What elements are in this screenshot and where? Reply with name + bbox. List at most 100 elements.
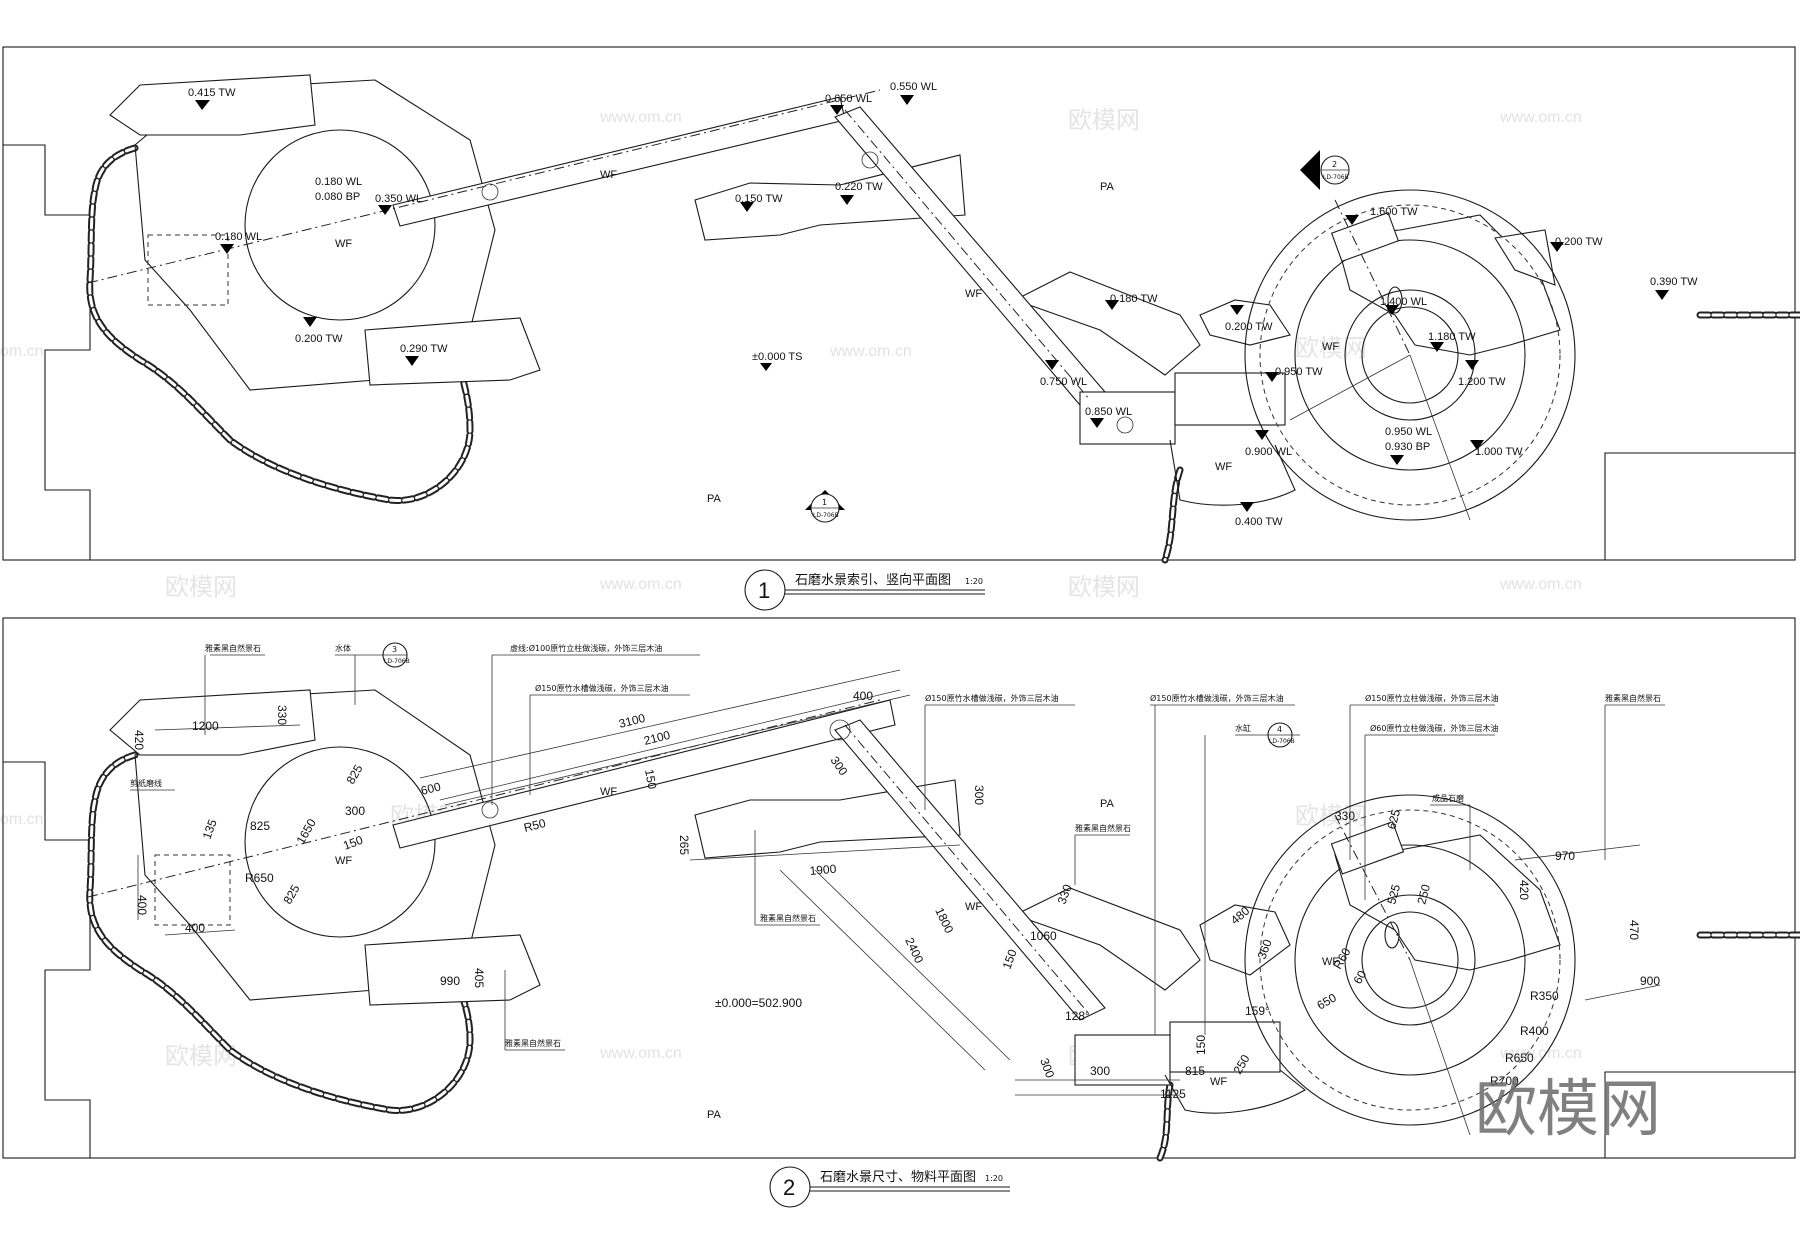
dim: 625 <box>1384 807 1403 830</box>
dim: 135 <box>200 817 220 841</box>
level-label: ±0.000 TS <box>752 351 802 363</box>
dim: 330 <box>275 705 289 725</box>
rock-1 <box>109 74 316 136</box>
watermark-url: om.cn <box>0 343 44 360</box>
marker-number: 2 <box>1332 160 1337 169</box>
dim: 60 <box>1350 968 1369 987</box>
level-label: 0.400 TW <box>1235 516 1283 528</box>
plan-1-frame <box>2 46 1796 561</box>
note: Ø150原竹水槽做浅碳，外饰三层木油 <box>1150 693 1284 703</box>
water-tank <box>1174 372 1286 426</box>
dim: 159° <box>1245 1004 1270 1018</box>
plan-2-title: 2 石磨水景尺寸、物料平面图 1:20 <box>769 1166 1010 1208</box>
level-label: 0.290 TW <box>400 343 448 355</box>
dim: R400 <box>1520 1024 1549 1038</box>
site-boundary-right <box>1604 1071 1795 1158</box>
dim: 2400 <box>902 935 926 965</box>
centerline-2 <box>844 109 1091 401</box>
note: 雅素黑自然景石 <box>505 1038 561 1048</box>
pa-label: PA <box>1100 798 1115 810</box>
rock-5 <box>1199 299 1291 346</box>
plan-2-dimension-material: 雅素黑自然景石 水体 3 LD-706B 虚线:Ø100原竹立柱做浅碳，外饰三层… <box>2 617 1800 1208</box>
note: 水缸 <box>1235 723 1251 733</box>
joint-circle <box>481 183 499 201</box>
pond-basin-circle <box>244 746 436 938</box>
dim: 815 <box>1185 1064 1205 1078</box>
wf-label: WF <box>600 786 617 798</box>
rock-6 <box>1334 834 1561 971</box>
note: Ø150原竹水槽做浅碳，外饰三层木油 <box>535 683 669 693</box>
plan-number: 1 <box>758 578 770 603</box>
dim: 128° <box>1065 1009 1090 1023</box>
marker-ref: LD-706B <box>384 658 410 665</box>
level-label: 1.400 WL <box>1380 296 1427 308</box>
plan-scale: 1:20 <box>965 577 983 586</box>
level-label: 0.850 WL <box>1085 406 1132 418</box>
bamboo-trough-3 <box>1074 1034 1171 1086</box>
bamboo-trough-2 <box>834 719 1106 1021</box>
marker-number: 1 <box>822 498 827 507</box>
dim: 250 <box>1414 882 1433 905</box>
level-label: 0.750 WL <box>1040 376 1087 388</box>
pond-basin-circle <box>244 129 436 321</box>
bamboo-post-dashed <box>147 234 229 306</box>
watermark-text: 欧模网 <box>1068 106 1140 134</box>
plan-1-index-elevation: 0.415 TW 0.180 WL 0.080 BP 0.350 WL 0.18… <box>2 46 1800 611</box>
section-marker-2: 2 LD-706B <box>1300 150 1350 190</box>
water-tank <box>1169 1021 1281 1073</box>
level-label: 0.950 TW <box>1275 366 1323 378</box>
level-label: 0.200 TW <box>1225 321 1273 333</box>
level-label: 0.080 BP <box>315 191 360 203</box>
note: Ø60原竹立柱做浅碳，外饰三层木油 <box>1370 723 1498 733</box>
dim: 360 <box>1255 937 1275 961</box>
note: Ø150原竹立柱做浅碳，外饰三层木油 <box>1365 693 1499 703</box>
rock-2 <box>364 934 541 1006</box>
joint-circle <box>861 151 879 169</box>
dim: 3100 <box>617 711 647 731</box>
watermark-text: 欧模网 <box>165 573 237 601</box>
bamboo-post-dashed <box>154 854 231 926</box>
joint-circle <box>1116 416 1134 434</box>
stone-mill-2 <box>1164 794 1576 1136</box>
note: 雅素黑自然景石 <box>1075 823 1131 833</box>
rock-4 <box>1013 271 1201 376</box>
note: 雅素黑自然景石 <box>760 913 816 923</box>
note: 虚线:Ø100原竹立柱做浅碳，外饰三层木油 <box>510 643 662 653</box>
basin-curve <box>1169 439 1296 506</box>
dim: R350 <box>1530 989 1559 1003</box>
note: 雅素黑自然景石 <box>205 643 261 653</box>
level-label: 0.550 WL <box>890 81 937 93</box>
marker-ref: LD-706B <box>1269 738 1295 745</box>
pebble-edge-chain <box>86 751 1800 1162</box>
watermark-url: www.om.cn <box>1499 109 1582 126</box>
level-label: 0.150 TW <box>735 193 783 205</box>
watermark-url: www.om.cn <box>1499 576 1582 593</box>
dim: 150 <box>1194 1035 1208 1055</box>
plan-2-frame <box>2 617 1796 1159</box>
level-label: 0.220 TW <box>835 181 883 193</box>
dim: R650 <box>245 871 274 885</box>
level-label: 0.415 TW <box>188 87 236 99</box>
dim: 150 <box>642 768 659 790</box>
watermark-url: www.om.cn <box>1499 1045 1582 1062</box>
bamboo-trough-1 <box>392 699 896 849</box>
wf-label: WF <box>1215 461 1232 473</box>
dim: 300 <box>1037 1056 1057 1080</box>
rock-5 <box>1199 904 1291 976</box>
wf-label: WF <box>1322 341 1339 353</box>
watermark-url: om.cn <box>0 811 44 828</box>
dim: 1900 <box>809 862 837 878</box>
plan-title: 石磨水景索引、竖向平面图 <box>795 572 951 588</box>
dim: 400 <box>853 689 873 703</box>
wf-label: WF <box>335 855 352 867</box>
dim: 1650 <box>293 816 319 846</box>
level-label: 0.180 TW <box>1110 293 1158 305</box>
dim: 300 <box>1090 1064 1110 1078</box>
watermark-url: www.om.cn <box>599 1045 682 1062</box>
dim: 1125 <box>1160 1087 1186 1101</box>
dim: 650 <box>1315 990 1340 1012</box>
marker-ref: LD-706B <box>1323 174 1349 181</box>
dim: R650 <box>1505 1051 1534 1065</box>
pa-label: PA <box>707 1109 722 1121</box>
site-boundary-left <box>3 144 91 560</box>
